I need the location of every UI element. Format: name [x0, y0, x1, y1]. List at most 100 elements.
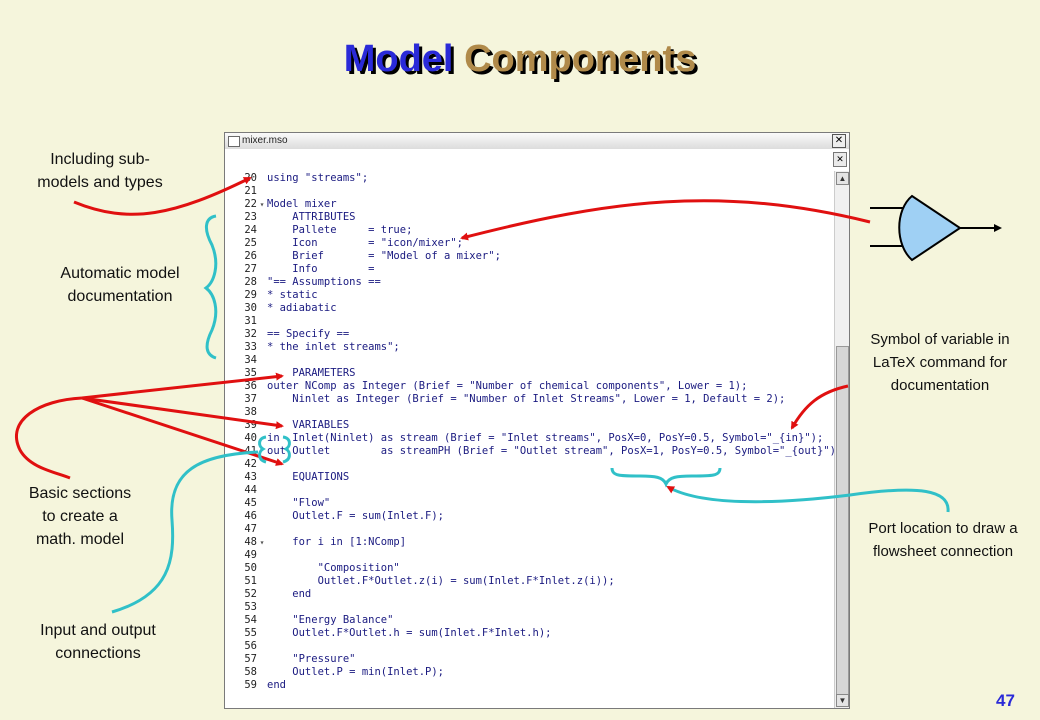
code-text: ATTRIBUTES	[267, 211, 356, 223]
line-number: 56	[244, 640, 257, 652]
code-line[interactable]: 50 "Composition"	[225, 562, 400, 575]
label-autodoc: Automatic model documentation	[30, 262, 210, 308]
line-number: 54	[244, 614, 257, 626]
label-io-line: Input and output	[40, 622, 156, 639]
line-number: 31	[244, 315, 257, 327]
line-number: 34	[244, 354, 257, 366]
code-line[interactable]: 38	[225, 406, 267, 419]
code-line[interactable]: 58 Outlet.P = min(Inlet.P);	[225, 666, 444, 679]
line-number: 28	[244, 276, 257, 288]
code-line[interactable]: 35 PARAMETERS	[225, 367, 355, 380]
code-line[interactable]: 52 end	[225, 588, 311, 601]
code-line[interactable]: 47	[225, 523, 267, 536]
label-io: Input and output connections	[4, 619, 192, 665]
code-line[interactable]: 32== Specify ==	[225, 328, 349, 341]
code-line[interactable]: 23 ATTRIBUTES	[225, 211, 356, 224]
code-line[interactable]: 57 "Pressure"	[225, 653, 356, 666]
mixer-symbol-icon	[870, 194, 1002, 262]
line-number: 40	[244, 432, 257, 444]
code-line[interactable]: 30* adiabatic	[225, 302, 337, 315]
code-text: * static	[267, 289, 318, 301]
code-line[interactable]: 48▾ for i in [1:NComp]	[225, 536, 406, 549]
code-line[interactable]: 31	[225, 315, 267, 328]
code-text: Info =	[267, 263, 375, 275]
code-line[interactable]: 34	[225, 354, 267, 367]
code-line[interactable]: 43 EQUATIONS	[225, 471, 349, 484]
line-number: 50	[244, 562, 257, 574]
line-number: 59	[244, 679, 257, 691]
code-line[interactable]: 55 Outlet.F*Outlet.h = sum(Inlet.F*Inlet…	[225, 627, 551, 640]
code-line[interactable]: 22▾Model mixer	[225, 198, 336, 211]
code-text: EQUATIONS	[267, 471, 350, 483]
line-number: 35	[244, 367, 257, 379]
code-line[interactable]: 28 "== Assumptions ==	[225, 276, 381, 289]
code-line[interactable]: 40 in Inlet(Ninlet) as stream (Brief = "I…	[225, 432, 823, 445]
curve-io	[111, 450, 259, 614]
code-text: "== Assumptions ==	[267, 276, 381, 288]
code-line[interactable]: 46 Outlet.F = sum(Inlet.F);	[225, 510, 444, 523]
scroll-up-arrow-icon[interactable]: ▲	[836, 172, 849, 185]
code-line[interactable]: 53	[225, 601, 267, 614]
code-text: in Inlet(Ninlet) as stream (Brief = "Inl…	[267, 432, 824, 444]
code-text: Outlet.F = sum(Inlet.F);	[267, 510, 445, 522]
label-autodoc-line: Automatic model	[60, 265, 180, 282]
scroll-down-arrow-icon[interactable]: ▼	[836, 694, 849, 707]
code-line[interactable]: 44	[225, 484, 267, 497]
label-sections-line: math. model	[35, 531, 125, 548]
line-number: 46	[244, 510, 257, 522]
label-sections: Basic sections to create a math. model	[2, 482, 158, 551]
arrow-icon	[460, 199, 871, 241]
line-number: 36	[244, 380, 257, 392]
code-line[interactable]: 42	[225, 458, 267, 471]
code-text: * adiabatic	[267, 302, 337, 314]
label-submodels-line: Including sub-	[50, 151, 150, 168]
fold-marker-icon[interactable]: ▾	[259, 538, 265, 547]
code-line[interactable]: 29 * static	[225, 289, 318, 302]
code-line[interactable]: 37 Ninlet as Integer (Brief = "Number of…	[225, 393, 785, 406]
code-line[interactable]: 21	[225, 185, 267, 198]
line-number: 53	[244, 601, 257, 613]
line-number: 57	[244, 653, 257, 665]
line-number: 24	[244, 224, 257, 236]
code-line[interactable]: 54 "Energy Balance"	[225, 614, 393, 627]
code-line[interactable]: 56	[225, 640, 267, 653]
label-port: Port location to draw a flowsheet connec…	[846, 517, 1040, 563]
line-number: 42	[244, 458, 257, 470]
line-number: 52	[244, 588, 257, 600]
line-number: 25	[244, 237, 257, 249]
line-number: 47	[244, 523, 257, 535]
code-line[interactable]: 27 Info =	[225, 263, 374, 276]
line-number: 29	[244, 289, 257, 301]
code-text: "Composition"	[267, 562, 400, 574]
close-icon[interactable]: ✕	[833, 152, 847, 167]
code-line[interactable]: 24 Pallete = true;	[225, 224, 412, 237]
code-text: "Pressure"	[267, 653, 356, 665]
line-number: 55	[244, 627, 257, 639]
page-number: 47	[996, 691, 1015, 710]
code-text: Brief = "Model of a mixer";	[267, 250, 501, 262]
code-line[interactable]: 25 Icon = "icon/mixer";	[225, 237, 463, 250]
label-symbol-line: LaTeX command for	[872, 354, 1008, 371]
arrow-sections-1	[81, 372, 284, 400]
code-line[interactable]: 33* the inlet streams";	[225, 341, 399, 354]
code-text: VARIABLES	[267, 419, 350, 431]
code-line[interactable]: 26 Brief = "Model of a mixer";	[225, 250, 501, 263]
label-sections-line: Basic sections	[28, 485, 132, 502]
label-symbol: Symbol of variable in LaTeX command for …	[847, 328, 1033, 397]
label-io-line: connections	[55, 645, 141, 662]
code-line[interactable]: 45 "Flow"	[225, 497, 330, 510]
vertical-scrollbar[interactable]: ▲ ▼	[834, 171, 849, 708]
line-number: 44	[244, 484, 257, 496]
line-number: 45	[244, 497, 257, 509]
code-line[interactable]: 51 Outlet.F*Outlet.z(i) = sum(Inlet.F*In…	[225, 575, 614, 588]
fold-marker-icon[interactable]: ▾	[259, 200, 265, 209]
line-number: 26	[244, 250, 257, 262]
code-line[interactable]: 49	[225, 549, 267, 562]
close-button[interactable]: ✕	[832, 134, 846, 148]
line-number: 48	[244, 536, 257, 548]
